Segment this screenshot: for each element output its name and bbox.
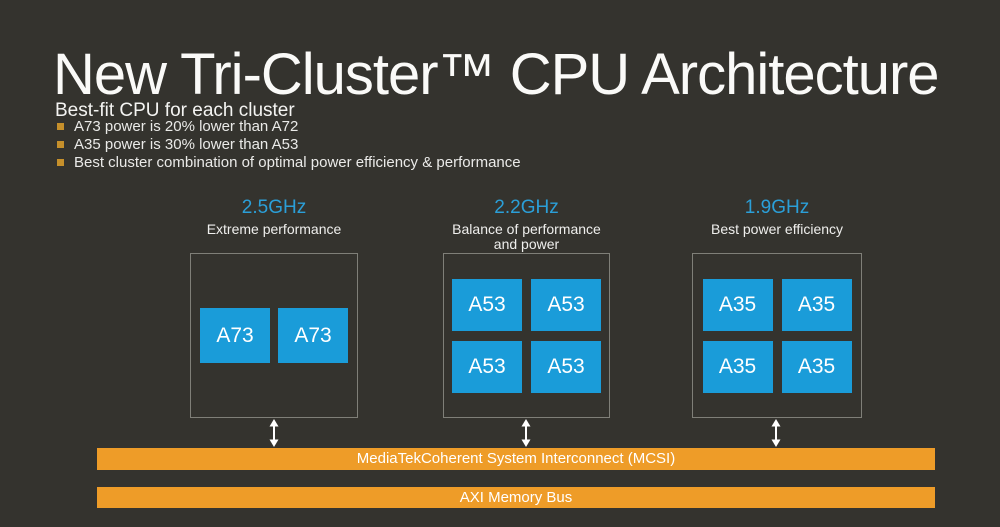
cluster-a53: 2.2GHz Balance of performance and power … [443, 197, 610, 418]
mcsi-interconnect-bar: MediaTekCoherent System Interconnect (MC… [97, 448, 935, 470]
cluster-description: Extreme performance [206, 221, 342, 237]
cpu-core: A53 [531, 278, 601, 331]
core-group: A73 A73 [200, 308, 348, 363]
cpu-core: A35 [702, 340, 773, 393]
cluster-box: A35 A35 A35 A35 [692, 253, 862, 418]
cluster-a35: 1.9GHz Best power efficiency A35 A35 A35… [692, 197, 862, 418]
bullet-item: A73 power is 20% lower than A72 [57, 117, 521, 135]
cpu-core: A35 [702, 278, 773, 331]
bullet-text: A35 power is 30% lower than A53 [74, 135, 299, 153]
bullet-text: A73 power is 20% lower than A72 [74, 117, 299, 135]
slide-title: New Tri-Cluster™ CPU Architecture [53, 41, 940, 107]
bullet-item: A35 power is 30% lower than A53 [57, 135, 521, 153]
core-group: A53 A53 A53 A53 [452, 278, 601, 393]
bullet-text: Best cluster combination of optimal powe… [74, 153, 521, 171]
bullet-square-icon [57, 122, 64, 130]
bullet-list: A73 power is 20% lower than A72 A35 powe… [57, 117, 521, 171]
cpu-core: A35 [781, 340, 852, 393]
cpu-core: A73 [278, 308, 348, 363]
axi-memory-bus-bar: AXI Memory Bus [97, 487, 935, 508]
cpu-core: A53 [452, 278, 522, 331]
bullet-square-icon [57, 140, 64, 148]
bullet-square-icon [57, 158, 64, 166]
cpu-core: A73 [200, 308, 270, 363]
cluster-box: A53 A53 A53 A53 [443, 253, 610, 418]
cluster-frequency: 2.2GHz [494, 197, 559, 218]
cluster-frequency: 1.9GHz [744, 197, 810, 218]
bidirectional-arrow-icon [269, 419, 279, 447]
cluster-box: A73 A73 [190, 253, 358, 418]
bidirectional-arrow-icon [771, 419, 781, 447]
core-group: A35 A35 A35 A35 [702, 278, 852, 393]
slide-subtitle: Best-fit CPU for each cluster [55, 99, 295, 121]
bullet-item: Best cluster combination of optimal powe… [57, 153, 521, 171]
cluster-a73: 2.5GHz Extreme performance A73 A73 [190, 197, 358, 418]
bidirectional-arrow-icon [521, 419, 531, 447]
cpu-core: A53 [452, 340, 522, 393]
cpu-core: A53 [531, 340, 601, 393]
cpu-core: A35 [781, 278, 852, 331]
cluster-description: Best power efficiency [710, 221, 844, 237]
cluster-description: Balance of performance and power [452, 221, 601, 252]
cluster-frequency: 2.5GHz [241, 197, 307, 218]
